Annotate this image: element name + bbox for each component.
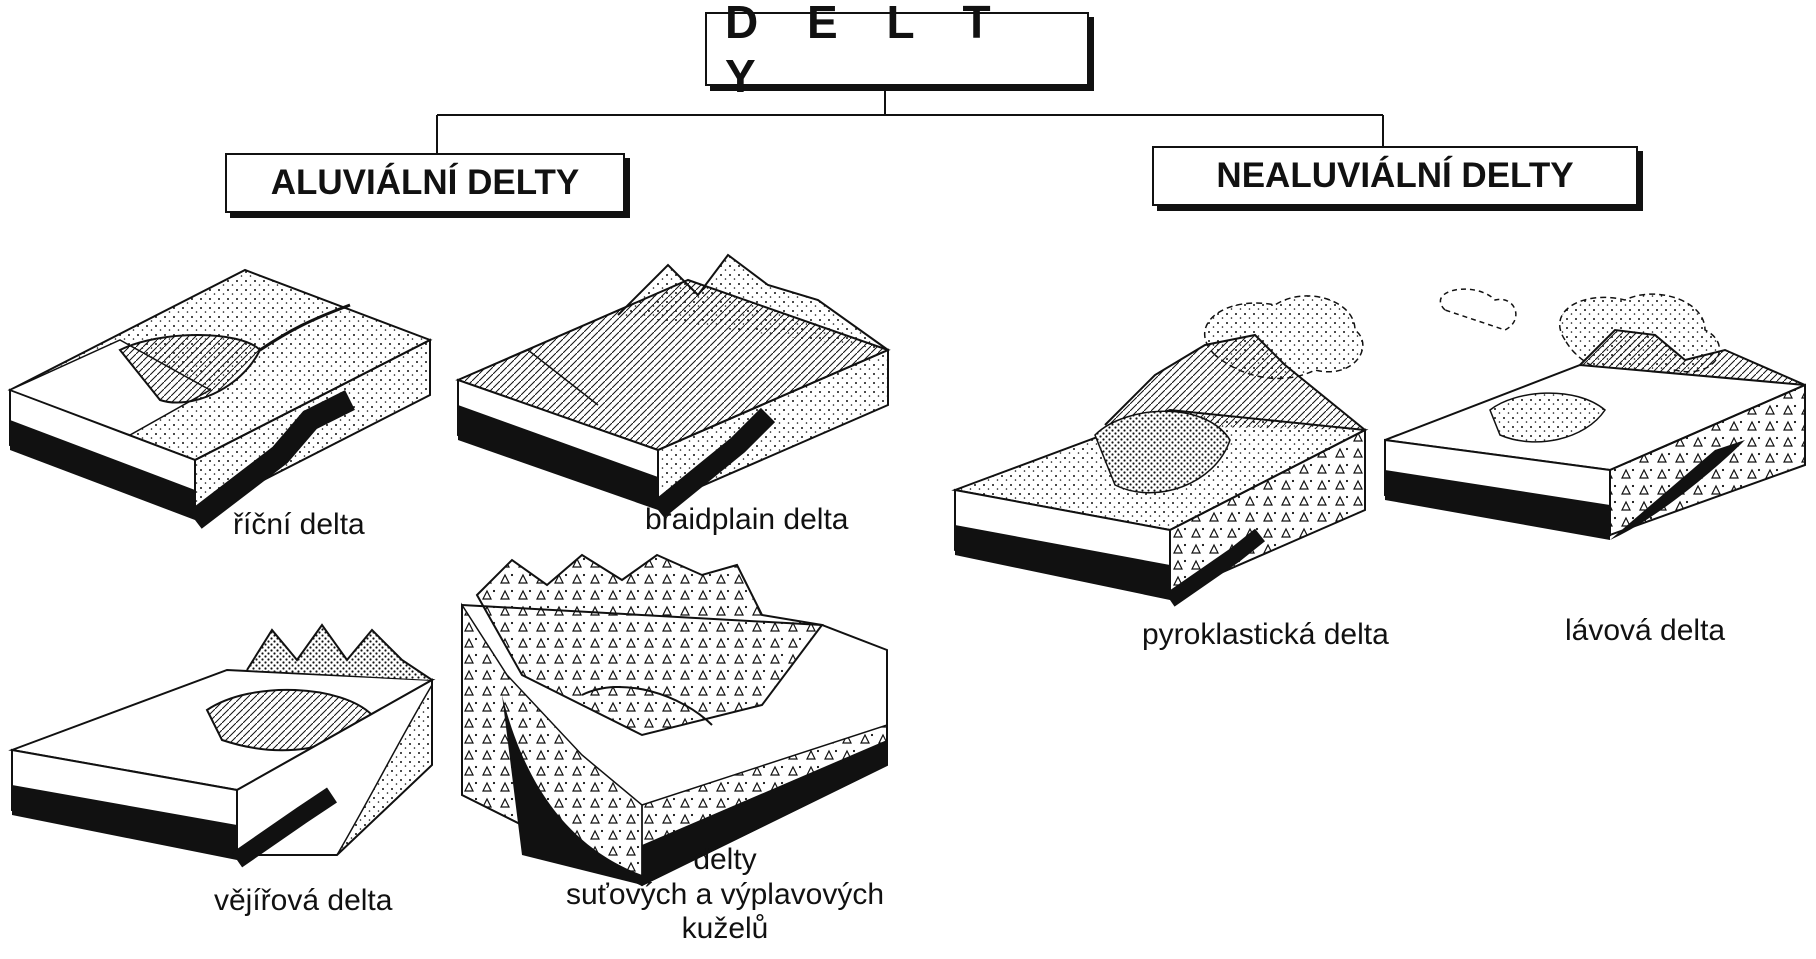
branch-aluvialni: ALUVIÁLNÍ DELTY bbox=[225, 153, 625, 213]
caption-river-delta: říční delta bbox=[233, 508, 365, 543]
caption-cone-deltas-line-3: kuželů bbox=[520, 912, 930, 947]
caption-lava-delta: lávová delta bbox=[1565, 614, 1725, 649]
block-cone-deltas bbox=[462, 555, 892, 885]
root-title: D E L T Y bbox=[707, 0, 1087, 103]
caption-cone-deltas-line-1: delty bbox=[520, 843, 930, 878]
caption-pyroclastic-delta: pyroklastická delta bbox=[1142, 618, 1389, 653]
caption-cone-deltas-line-2: suťových a výplavových bbox=[520, 878, 930, 913]
block-braidplain-delta bbox=[458, 255, 898, 525]
branch-nealuvialni: NEALUVIÁLNÍ DELTY bbox=[1152, 146, 1638, 206]
branch-nealuvialni-title: NEALUVIÁLNÍ DELTY bbox=[1216, 156, 1573, 196]
caption-braidplain-delta: braidplain delta bbox=[645, 503, 848, 538]
caption-cone-deltas: delty suťových a výplavových kuželů bbox=[520, 843, 930, 947]
block-lava-delta bbox=[1385, 290, 1805, 625]
root-node: D E L T Y bbox=[705, 12, 1089, 86]
branch-aluvialni-title: ALUVIÁLNÍ DELTY bbox=[271, 163, 580, 203]
block-river-delta bbox=[10, 270, 440, 540]
block-pyroclastic-delta bbox=[955, 285, 1375, 630]
caption-fan-delta: vějířová delta bbox=[214, 884, 392, 919]
block-fan-delta bbox=[12, 625, 442, 895]
